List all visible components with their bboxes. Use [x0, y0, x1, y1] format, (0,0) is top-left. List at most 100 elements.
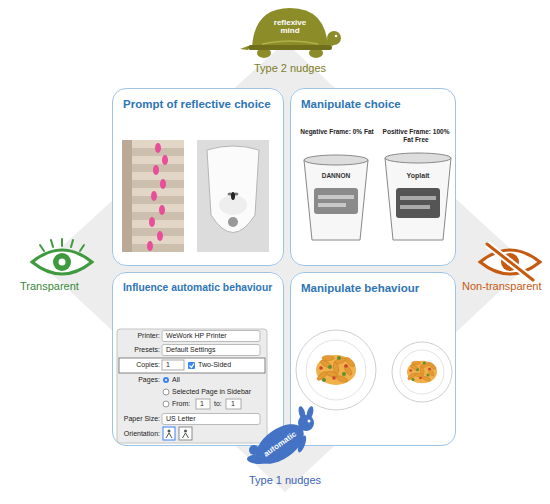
- yogurt-cup: [400, 205, 430, 209]
- yogurt-cup: [304, 155, 368, 165]
- yogurt-cup: [385, 158, 451, 240]
- turtle-drawing: [240, 46, 248, 50]
- eye-icon: [40, 245, 44, 251]
- background-diamond: [42, 42, 528, 492]
- stairs-photo: [162, 155, 168, 165]
- stairs-photo: [157, 231, 163, 241]
- turtle-drawing: [335, 35, 338, 38]
- print-dialog: [163, 377, 169, 383]
- print-dialog: [162, 360, 184, 370]
- crossed-eye-icon: [487, 244, 533, 280]
- print-dialog: [162, 331, 260, 342]
- axis-label: Transparent: [20, 280, 79, 293]
- quadrant-heading: Manipulate choice: [301, 98, 401, 112]
- stairs-photo: [155, 143, 161, 153]
- dialog-field-label: Presets:: [134, 346, 160, 354]
- plate-photo: [392, 342, 452, 402]
- plate-photo: [392, 342, 452, 402]
- print-dialog: [163, 401, 169, 407]
- panel-ground: [112, 272, 284, 446]
- plate-photo: [296, 330, 376, 410]
- urinal-photo: [228, 217, 238, 227]
- rabbit-icon: automaticType 1 nudges: [240, 404, 330, 500]
- dialog-option: All: [172, 376, 180, 384]
- frame-caption: Negative Frame: 0% Fat: [300, 128, 374, 136]
- yogurt-cup: [385, 153, 451, 163]
- eye-icon: [32, 250, 92, 274]
- plate-photo: [306, 340, 366, 400]
- dialog-field-label: Printer:: [137, 332, 160, 340]
- quadrant-box: Manipulate behaviour: [290, 272, 456, 446]
- urinal-photo: [231, 192, 235, 200]
- dialog-option: From:: [172, 400, 190, 408]
- nudge-type-label: Type 1 nudges: [240, 474, 330, 486]
- stairs-photo: [147, 143, 168, 251]
- dialog-value: 1: [166, 361, 170, 369]
- yogurt-cup: [400, 196, 436, 200]
- crossed-eye-icon: [480, 244, 540, 280]
- print-dialog: [163, 389, 169, 395]
- turtle-drawing: [252, 8, 328, 48]
- panel-ground: [290, 88, 456, 266]
- eye-icon: [32, 239, 92, 274]
- print-dialog: [163, 427, 175, 440]
- eye-icon: [71, 240, 73, 247]
- eye-icon: [61, 239, 63, 246]
- quadrant-heading: Influence automatic behaviour: [123, 282, 272, 294]
- brand-name: DANNON: [322, 172, 351, 180]
- print-dialog: [190, 364, 195, 368]
- panel-ground: [290, 272, 456, 446]
- stairs-photo: [122, 140, 132, 252]
- eye-icon: [51, 240, 53, 247]
- plate-photo: [296, 330, 376, 410]
- stairs-photo: [151, 191, 157, 201]
- yogurt-cup: [304, 155, 368, 240]
- turtle-icon: reflexive mindType 2 nudges: [238, 2, 342, 84]
- dialog-value: US Letter: [166, 415, 196, 423]
- dialog-field-label: Copies:: [136, 361, 160, 369]
- print-dialog: [165, 379, 167, 381]
- yogurt-cup: [385, 153, 451, 240]
- quadrant-box: Manipulate choice: [290, 88, 456, 266]
- stairs-photo: [159, 205, 165, 215]
- print-dialog: [183, 433, 189, 438]
- print-dialog: [162, 414, 260, 425]
- quadrant-heading: Manipulate behaviour: [301, 282, 419, 296]
- axis-label: Non-transparent: [462, 280, 542, 293]
- stairs-photo: [153, 165, 159, 175]
- eye-icon: [53, 253, 71, 271]
- stairs-photo: [122, 140, 184, 252]
- yogurt-cup: [318, 203, 346, 207]
- background-diamond: [42, 42, 528, 492]
- rabbit-drawing: [308, 420, 311, 423]
- plate-photo: [316, 355, 356, 385]
- dialog-value: WeWork HP Printer: [166, 332, 227, 340]
- frame-caption: Positive Frame: 100% Fat Free: [378, 128, 454, 144]
- eye-icon: [59, 259, 66, 266]
- quadrant-box: Prompt of reflective choice: [112, 88, 284, 266]
- yogurt-cup: [304, 160, 368, 240]
- dialog-option: to:: [214, 400, 222, 408]
- dialog-value: 1: [231, 400, 235, 408]
- print-dialog: [196, 399, 210, 409]
- eye-icon: [40, 239, 84, 251]
- print-dialog: [188, 362, 195, 369]
- panel-ground: [112, 88, 284, 266]
- turtle-drawing: [248, 45, 332, 50]
- plate-photo: [407, 361, 437, 384]
- urinal-photo: [197, 140, 269, 252]
- dialog-field-label: Paper Size:: [124, 415, 160, 423]
- dialog-field-label: Pages:: [138, 376, 160, 384]
- print-dialog: [179, 427, 192, 440]
- stairs-photo: [122, 140, 184, 252]
- dialog-value: 1: [200, 400, 204, 408]
- stairs-photo: [149, 217, 155, 227]
- turtle-drawing: [262, 41, 318, 44]
- yogurt-cup: [396, 188, 440, 218]
- crossed-eye-icon: [487, 244, 533, 280]
- brand-name: Yoplait: [407, 172, 430, 180]
- stairs-photo: [147, 241, 153, 251]
